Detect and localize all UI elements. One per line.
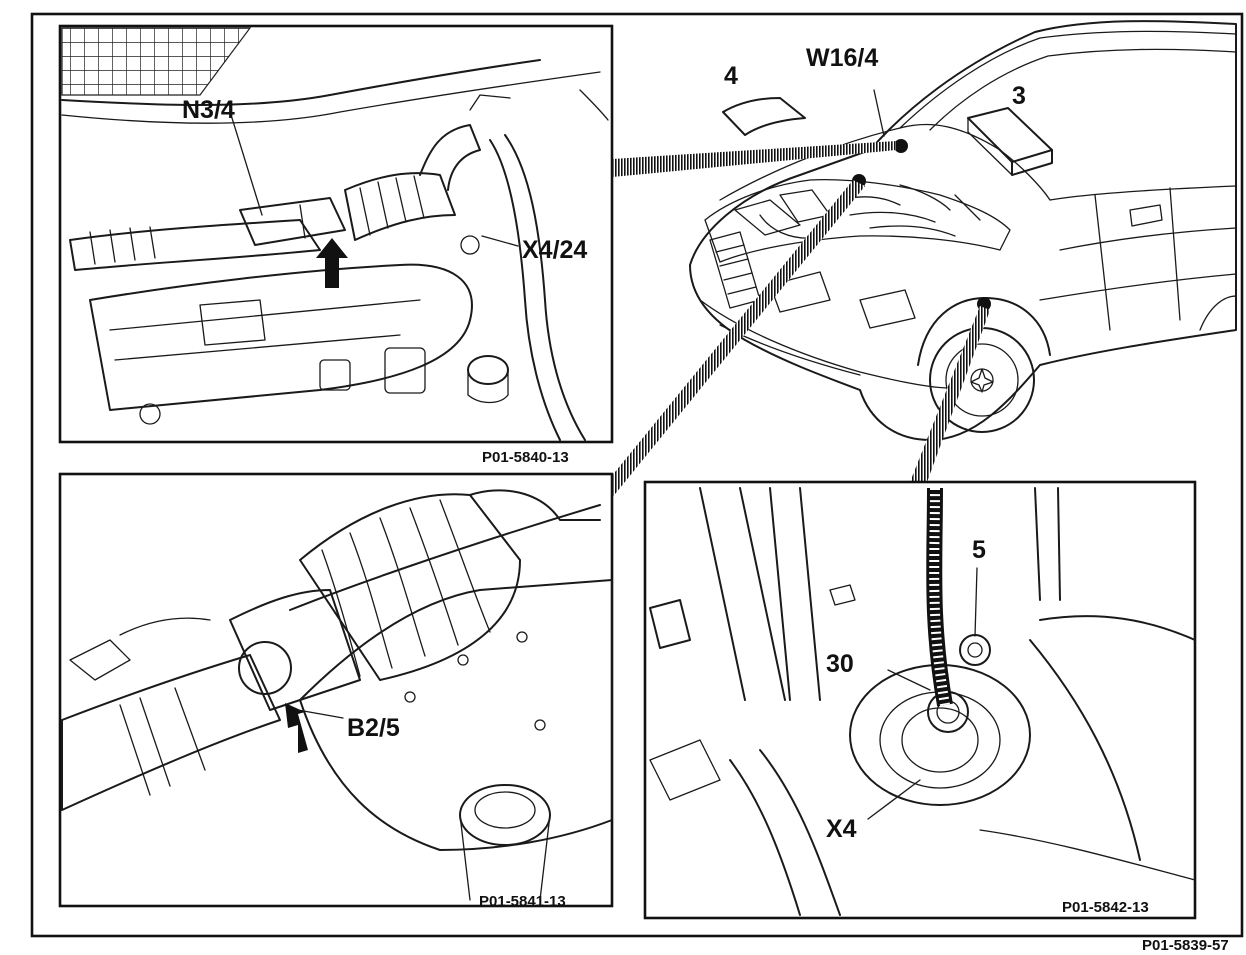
callout-30: 30 — [826, 650, 854, 678]
connector-bar-middle — [593, 180, 865, 499]
callout-3: 3 — [1012, 82, 1026, 110]
panel-top-left — [58, 24, 614, 444]
callout-b2-5: B2/5 — [347, 714, 400, 742]
figure-ref-bottom-left: P01-5841-13 — [479, 893, 566, 910]
panel-bottom-right — [643, 480, 1197, 920]
callout-4: 4 — [724, 62, 738, 90]
callout-n3-4: N3/4 — [182, 96, 235, 124]
figure-ref-main: P01-5839-57 — [1142, 937, 1229, 954]
connector-bar-top — [612, 141, 896, 177]
figure-ref-top-left: P01-5840-13 — [482, 449, 569, 466]
callout-x4-24: X4/24 — [522, 236, 587, 264]
panel-bottom-left — [58, 472, 614, 908]
part-4-wedge — [722, 97, 806, 136]
outer-frame — [30, 12, 1244, 938]
part-3-box — [967, 107, 1053, 176]
callout-x4: X4 — [826, 815, 857, 843]
car-illustration — [689, 20, 1237, 441]
callout-w16-4: W16/4 — [806, 44, 878, 72]
connector-bar-bottom — [910, 306, 990, 482]
callout-5: 5 — [972, 536, 986, 564]
figure-ref-bottom-right: P01-5842-13 — [1062, 899, 1149, 916]
